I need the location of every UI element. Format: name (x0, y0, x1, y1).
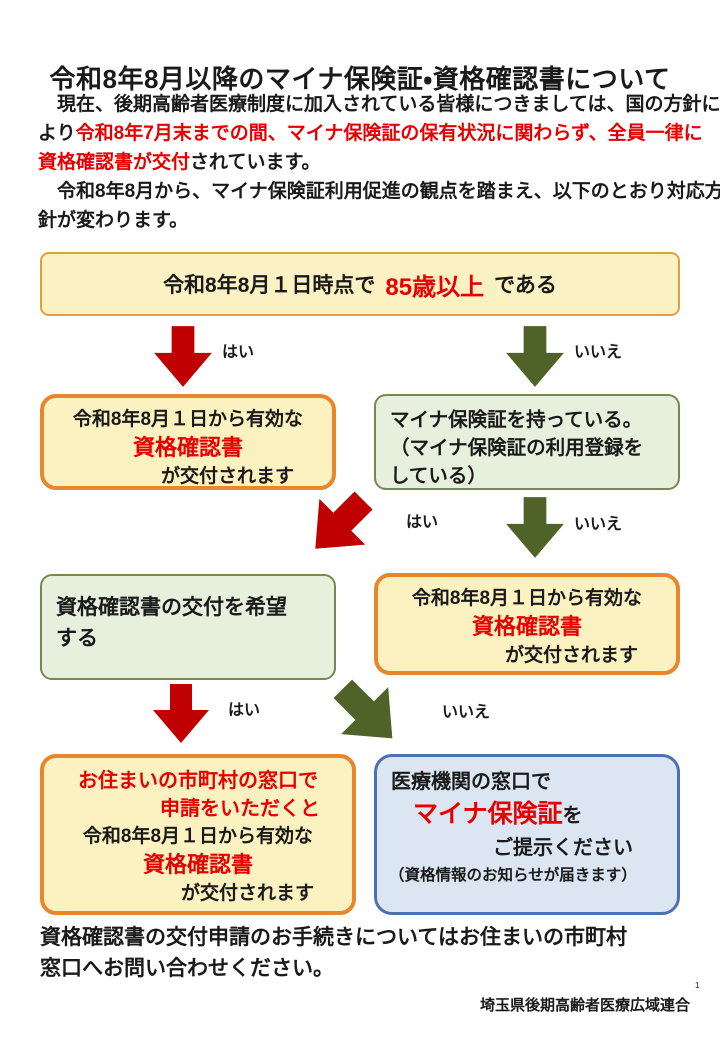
question-highlight: 85歳以上 (385, 273, 485, 301)
intro-line: 資格確認書が交付されています。 (38, 152, 321, 173)
page-title: 令和8年8月以降のマイナ保険証・資格確認書について (49, 64, 671, 95)
cert-line3: が交付されます (160, 466, 294, 487)
cert-line3: が交付されます (504, 645, 638, 666)
cert-line2: 資格確認書 (471, 614, 582, 639)
footer-note-line1: 資格確認書の交付申請のお手続きについてはお住まいの市町村 (40, 926, 627, 949)
medical-line4: （資格情報のお知らせが届きます） (389, 867, 637, 884)
no-arrow-down-icon (502, 326, 568, 388)
intro-line: より令和8年7月末までの間、マイナ保険証の保有状況に関わらず、全員一律に (38, 123, 703, 144)
yes-label: はい (228, 702, 261, 719)
apply-line4: 資格確認書 (142, 852, 253, 877)
intro-line: 現在、後期高齢者医療制度に加入されている皆様につきましては、国の方針に (38, 94, 720, 115)
no-label: いいえ (574, 516, 623, 533)
cert-line1: 令和8年8月１日から有効な (72, 409, 304, 430)
cert-issued-box-row2: 令和8年8月１日から有効な 資格確認書 が交付されます (40, 394, 336, 490)
apply-line1: お住まいの市町村の窓口で (78, 770, 318, 792)
wish-line2: する (56, 627, 98, 650)
has-myna-card-box: マイナ保険証を持っている。 （マイナ保険証の利用登録を している） (374, 394, 680, 490)
apply-line5: が交付されます (180, 883, 314, 904)
medical-line3: ご提示ください (493, 837, 633, 859)
apply-line3: 令和8年8月１日から有効な (82, 826, 314, 847)
yes-arrow-down-icon (150, 326, 216, 388)
apply-at-municipality-box: お住まいの市町村の窓口で 申請をいただくと 令和8年8月１日から有効な 資格確認… (40, 754, 356, 915)
medical-line1: 医療機関の窓口で (391, 771, 551, 793)
question-post: である (494, 274, 557, 297)
intro-line: 針が変わります。 (38, 210, 189, 231)
has-card-line3: している） (390, 465, 487, 487)
apply-line2: 申請をいただくと (160, 798, 320, 820)
myna-card-red-text: マイナ保険証 (413, 800, 563, 828)
show-myna-card-box: 医療機関の窓口で マイナ保険証を ご提示ください （資格情報のお知らせが届きます… (374, 754, 680, 915)
question-box: 令和8年8月１日時点で 85歳以上 である (40, 252, 680, 316)
cert-issued-box-row3: 令和8年8月１日から有効な 資格確認書 が交付されます (374, 573, 680, 675)
cert-line1: 令和8年8月１日から有効な (411, 588, 643, 609)
wish-line1: 資格確認書の交付を希望 (56, 596, 287, 619)
footer-note: 資格確認書の交付申請のお手続きについてはお住まいの市町村 窓口へお問い合わせくだ… (40, 922, 695, 984)
intro-red-text: 資格確認書が交付 (38, 152, 191, 173)
intro-red-text: 令和8年7月末までの間、マイナ保険証の保有状況に関わらず、全員一律に (75, 123, 703, 144)
yes-arrow-down-icon (148, 684, 214, 744)
yes-label: はい (406, 514, 439, 531)
has-card-line1: マイナ保険証を持っている。 (390, 409, 643, 431)
organization-name: 埼玉県後期高齢者医療広域連合 (479, 997, 690, 1014)
yes-arrow-down-left-icon (288, 474, 390, 576)
question-pre: 令和8年8月１日時点で (163, 274, 376, 297)
no-label: いいえ (574, 344, 623, 361)
cert-line2: 資格確認書 (132, 435, 243, 460)
no-arrow-down-right-icon (316, 662, 421, 767)
intro-line: 令和8年8月から、マイナ保険証利用促進の観点を踏まえ、以下のとおり対応方 (38, 181, 720, 202)
intro-paragraph: 現在、後期高齢者医療制度に加入されている皆様につきましては、国の方針に より令和… (38, 90, 720, 235)
no-label: いいえ (442, 704, 491, 721)
wish-cert-box: 資格確認書の交付を希望 する (40, 574, 336, 680)
medical-line2: マイナ保険証を (413, 800, 583, 828)
no-arrow-down-icon (502, 497, 568, 559)
page-number: 1 (695, 981, 700, 990)
yes-label: はい (222, 344, 255, 361)
has-card-line2: （マイナ保険証の利用登録を (390, 437, 644, 459)
footer-note-line2: 窓口へお問い合わせください。 (40, 957, 334, 980)
